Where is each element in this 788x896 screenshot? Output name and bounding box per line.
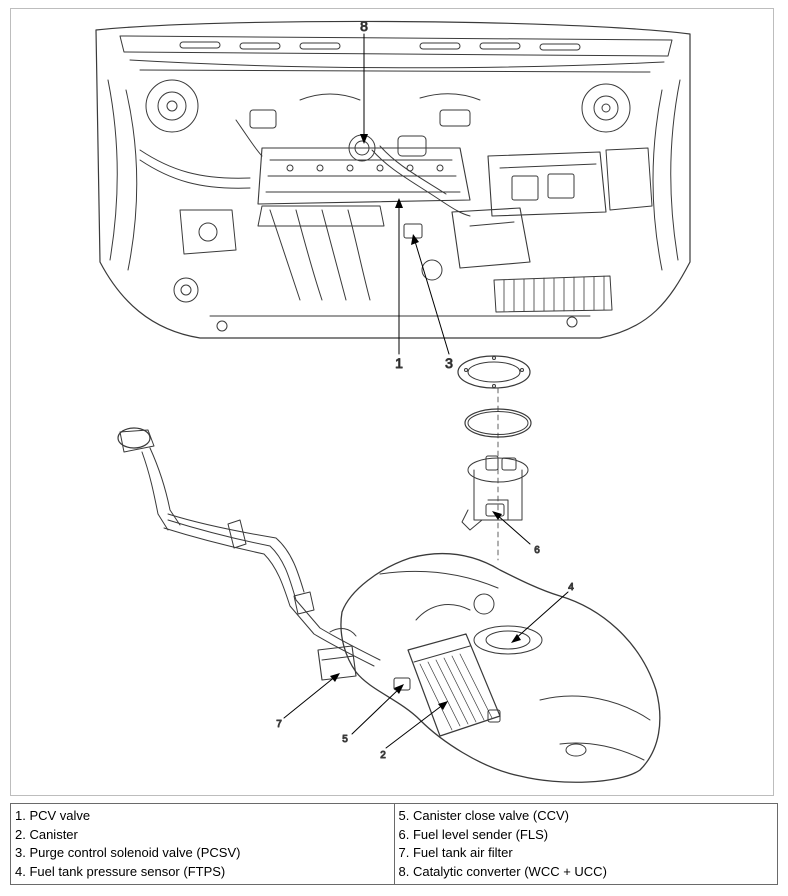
legend-item: 3. Purge control solenoid valve (PCSV): [15, 845, 241, 860]
legend-item: 5. Canister close valve (CCV): [398, 808, 570, 823]
callout-7: 7: [276, 719, 282, 730]
callout-4: 4: [568, 582, 574, 593]
callout-1: 1: [395, 355, 403, 371]
leader-lines: [283, 33, 569, 749]
air-filter-unit: [317, 628, 357, 681]
callout-2: 2: [380, 750, 386, 761]
callout-5: 5: [342, 734, 348, 745]
canister: [393, 633, 501, 737]
legend-item: 2. Canister: [15, 826, 78, 842]
legend-column-left: 1. PCV valve 2. Canister 3. Purge contro…: [11, 804, 394, 884]
fuel-sender-assembly: [461, 387, 529, 561]
leader-6: [495, 513, 531, 545]
leader-4: [513, 591, 569, 641]
legend-item: 8. Catalytic converter (WCC + UCC): [398, 863, 607, 879]
legend-item: 6. Fuel level sender (FLS): [398, 826, 549, 842]
fuel-tank: [340, 552, 661, 783]
legend-item: 7. Fuel tank air filter: [398, 845, 513, 860]
engine-bay-illustration: [95, 20, 691, 339]
leader-2: [385, 703, 445, 749]
diagram-frame: [10, 8, 774, 796]
filler-neck-and-lines: [117, 427, 381, 667]
parts-legend-table: 1. PCV valve 2. Canister 3. Purge contro…: [10, 803, 778, 885]
callout-6: 6: [534, 545, 540, 556]
callout-8: 8: [360, 18, 368, 34]
legend-item: 1. PCV valve: [15, 808, 91, 823]
fuel-pump-ring: [457, 355, 531, 389]
callout-3: 3: [445, 355, 453, 371]
leader-arrowheads: [330, 134, 521, 710]
legend-column-right: 5. Canister close valve (CCV) 6. Fuel le…: [393, 804, 778, 884]
leader-5: [351, 687, 401, 735]
evap-system-diagram: 8 1 3 6 4 7 5 2: [95, 18, 691, 783]
leader-3: [413, 237, 450, 355]
leader-7: [283, 675, 337, 719]
legend-item: 4. Fuel tank pressure sensor (FTPS): [15, 863, 226, 879]
